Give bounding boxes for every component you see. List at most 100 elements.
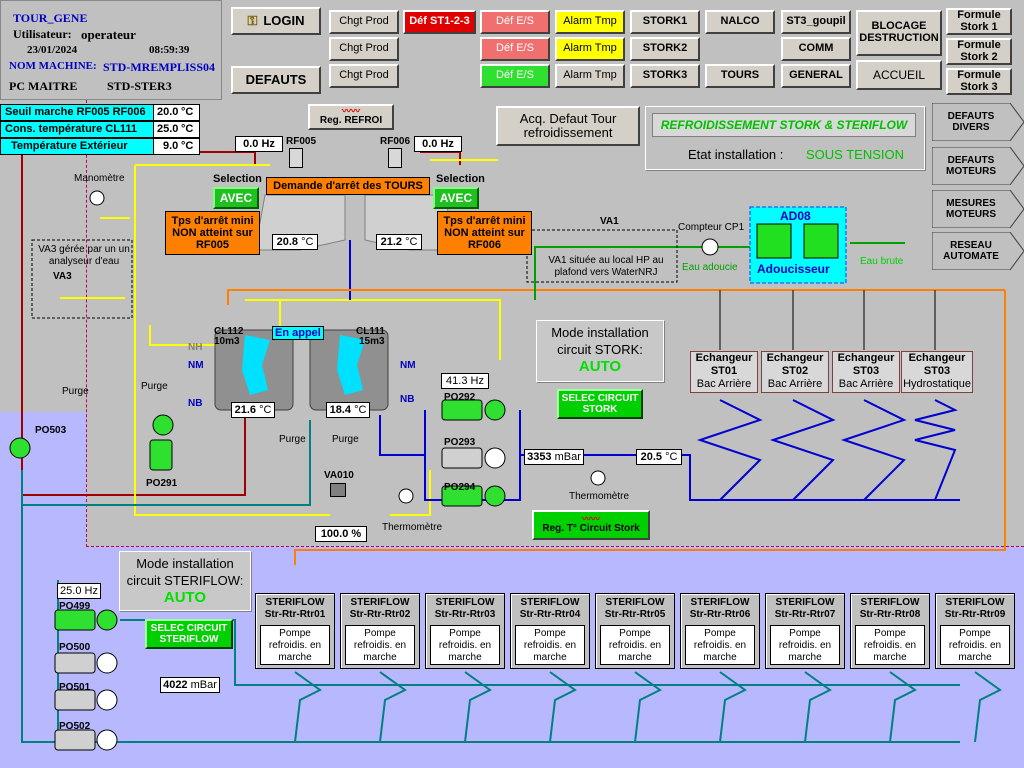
steriflow-id: Str-Rtr-Rtr03 (434, 609, 496, 620)
setpoint-exterieur: Température Extérieur 9.0°C (0, 138, 200, 155)
steriflow-id: Str-Rtr-Rtr01 (264, 609, 326, 620)
exchanger-st03-hydro[interactable]: Echangeur ST03 Hydrostatique (901, 351, 973, 393)
login-button[interactable]: ⚿LOGIN (231, 7, 321, 35)
selec-circuit-steriflow-button[interactable]: SELEC CIRCUIT STERIFLOW (145, 619, 233, 649)
po502-label: PO502 (59, 721, 91, 732)
def-es-button-1[interactable]: Déf E/S (480, 10, 550, 34)
po499-label: PO499 (59, 601, 91, 612)
stork-pressure-unit: mBar (554, 451, 581, 463)
steriflow-status: Pompe refroidis. en marche (430, 625, 500, 665)
exchanger-sub: Hydrostatique (903, 378, 971, 390)
defauts-button[interactable]: DEFAUTS (231, 66, 321, 94)
def-es-button-3[interactable]: Déf E/S (480, 64, 550, 88)
exchanger-sub: Bac Arrière (838, 378, 894, 390)
setpoint-seuil: Seuil marche RF005 RF006 20.0°C (0, 104, 200, 121)
mode-stork-value: AUTO (578, 358, 622, 375)
st3-goupil-button[interactable]: ST3_goupil (781, 10, 851, 34)
purge-label-3: Purge (279, 434, 306, 445)
cl111-volume: 15m3 (359, 336, 385, 347)
va3-note: VA3 gérée par un un analyseur d'eau (38, 244, 130, 267)
formule-stork2-button[interactable]: Formule Stork 2 (946, 38, 1012, 65)
stork3-button[interactable]: STORK3 (630, 64, 700, 88)
nb-label-left: NB (188, 398, 203, 409)
setpoint-unit: °C (181, 106, 194, 118)
user-name: operateur (81, 27, 136, 42)
tps-arret-rf006: Tps d'arrêt mini NON atteint sur RF006 (437, 211, 532, 255)
setpoint-value: 25.0 (157, 123, 179, 135)
stork2-button[interactable]: STORK2 (630, 37, 700, 61)
va010-position: 100.0 % (315, 526, 367, 542)
va1-label: VA1 (600, 216, 619, 227)
formule-stork3-button[interactable]: Formule Stork 3 (946, 68, 1012, 95)
nav-defauts-moteurs[interactable]: DEFAUTS MOTEURS (931, 146, 1024, 186)
nalco-button[interactable]: NALCO (705, 10, 775, 34)
nav-reseau-automate[interactable]: RESEAU AUTOMATE (931, 231, 1024, 271)
cl111-temp-unit: °C (354, 404, 367, 416)
chgt-prod-button-2[interactable]: Chgt Prod (329, 37, 399, 61)
steriflow-name: STERIFLOW (775, 597, 835, 608)
setpoint-value-box[interactable]: 20.0°C (153, 105, 199, 120)
status-banner: REFROIDISSEMENT STORK & STERIFLOW Etat i… (645, 106, 925, 170)
alarm-tmp-button-3[interactable]: Alarm Tmp (555, 64, 625, 88)
valve-actuator-icon[interactable] (330, 483, 346, 497)
blocage-destruction-button[interactable]: BLOCAGE DESTRUCTION (856, 10, 942, 56)
general-button[interactable]: GENERAL (781, 64, 851, 88)
steriflow-name: STERIFLOW (520, 597, 580, 608)
rf005-frequency: 0.0 Hz (235, 136, 283, 152)
selection-avec-left-button[interactable]: AVEC (213, 187, 259, 209)
nav-label: DEFAUTS DIVERS (947, 111, 995, 133)
comm-button[interactable]: COMM (781, 37, 851, 61)
exchanger-st03-bac[interactable]: Echangeur ST03 Bac Arrière (832, 351, 900, 393)
cl112-temp-unit: °C (259, 404, 272, 416)
steriflow-id: Str-Rtr-Rtr02 (349, 609, 411, 620)
steriflow-status: Pompe refroidis. en marche (685, 625, 755, 665)
def-es-button-2[interactable]: Déf E/S (480, 37, 550, 61)
en-appel-badge: En appel (272, 326, 324, 340)
setpoint-label: Seuil marche RF005 RF006 (5, 106, 146, 118)
selection-avec-right-button[interactable]: AVEC (433, 187, 479, 209)
exchanger-st02[interactable]: Echangeur ST02 Bac Arrière (761, 351, 829, 393)
tower-temp-right: 21.2 °C (376, 234, 422, 250)
exchanger-st01[interactable]: Echangeur ST01 Bac Arrière (690, 351, 758, 393)
app-title: TOUR_GENE (13, 11, 88, 25)
alarm-tmp-button-2[interactable]: Alarm Tmp (555, 37, 625, 61)
reg-refroi-button[interactable]: 〰〰 Reg. REFROI (308, 104, 394, 130)
chgt-prod-button-1[interactable]: Chgt Prod (329, 10, 399, 34)
formule-stork1-button[interactable]: Formule Stork 1 (946, 8, 1012, 35)
po499-frequency: 25.0 Hz (57, 583, 101, 599)
reg-refroi-label: Reg. REFROI (319, 115, 383, 127)
def-st123-button[interactable]: Déf ST1-2-3 (403, 10, 476, 34)
stork1-button[interactable]: STORK1 (630, 10, 700, 34)
accueil-button[interactable]: ACCUEIL (856, 60, 942, 90)
nav-label: RESEAU AUTOMATE (943, 240, 999, 262)
mode-steriflow-panel: Mode installation circuit STERIFLOW: AUT… (119, 551, 251, 611)
setpoint-value-box[interactable]: 25.0°C (153, 122, 199, 137)
po503-label: PO503 (35, 425, 67, 436)
chgt-prod-button-3[interactable]: Chgt Prod (329, 64, 399, 88)
nav-mesures-moteurs[interactable]: MESURES MOTEURS (931, 189, 1024, 229)
tours-button[interactable]: TOURS (705, 64, 775, 88)
steriflow-name: STERIFLOW (860, 597, 920, 608)
alarm-tmp-button-1[interactable]: Alarm Tmp (555, 10, 625, 34)
nav-defauts-divers[interactable]: DEFAUTS DIVERS (931, 102, 1024, 142)
nav-arrow-shape (931, 102, 1024, 142)
login-label: LOGIN (263, 13, 305, 29)
acq-defaut-button[interactable]: Acq. Defaut Tour refroidissement (496, 106, 640, 146)
date: 23/01/2024 (27, 44, 78, 56)
steriflow-id: Str-Rtr-Rtr06 (689, 609, 751, 620)
mode-steriflow-value: AUTO (163, 589, 207, 606)
setpoint-label: Cons. température CL111 (5, 123, 138, 135)
va010-label: VA010 (324, 470, 354, 481)
selec-circuit-stork-button[interactable]: SELEC CIRCUIT STORK (557, 389, 643, 419)
reg-circuit-stork-button[interactable]: 〰〰 Reg. T° Circuit Stork (532, 510, 650, 540)
tower-temp-right-value: 21.2 (380, 236, 402, 248)
